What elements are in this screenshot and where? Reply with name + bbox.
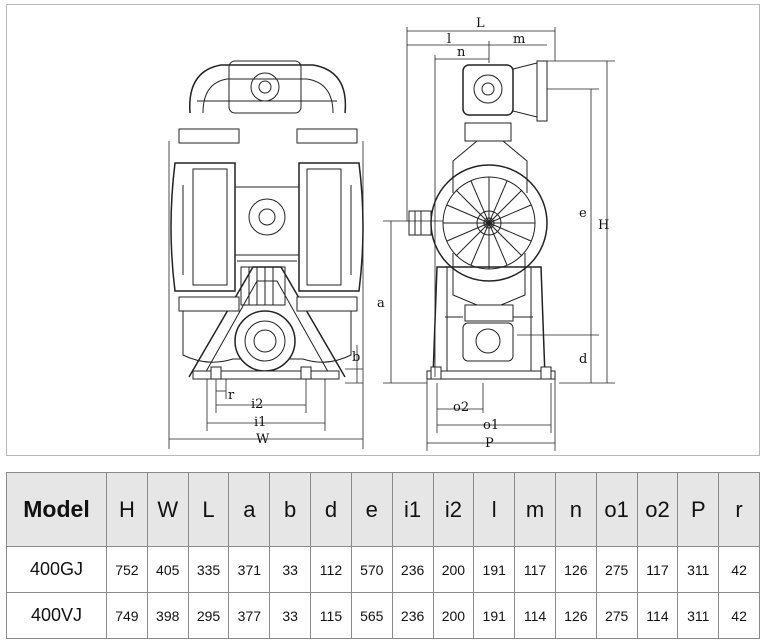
column-header: o2 [636,472,679,547]
model-cell: 400GJ [6,546,107,593]
drawing-panel: b r i2 i1 W L l m n a H e d o2 o1 P [6,4,760,456]
dim-label-i2: i2 [251,397,263,412]
dim-label-e: e [579,206,587,221]
table-cell: 236 [391,592,434,639]
table-cell: 114 [636,592,679,639]
column-header: H [106,472,148,547]
table-cell: 371 [228,546,271,593]
table-cell: 335 [187,546,230,593]
dim-label-l: l [447,32,451,47]
table-cell: 42 [718,546,760,593]
dim-label-H: H [598,218,609,233]
table-cell: 200 [432,546,475,593]
table-cell: 311 [677,546,720,593]
dim-label-n: n [457,45,466,60]
column-header: W [146,472,189,547]
table-cell: 126 [554,546,597,593]
dimension-table: Model H W L a b d e i1 i2 l m n o1 o2 P … [6,472,760,639]
table-cell: 33 [269,546,312,593]
table-cell: 565 [350,592,393,639]
dim-label-a: a [377,296,385,311]
table-cell: 117 [514,546,556,593]
front-view-dimensions [168,141,364,449]
table-cell: 275 [595,546,638,593]
column-header: n [554,472,597,547]
table-cell: 112 [310,546,352,593]
table-cell: 191 [473,546,516,593]
column-header-model: Model [6,472,107,547]
column-header: d [310,472,352,547]
table-row: 400GJ 752 405 335 371 33 112 570 236 200… [6,546,760,593]
table-cell: 33 [269,592,312,639]
table-cell: 200 [432,592,475,639]
dim-label-o2: o2 [453,400,469,415]
technical-drawing: b r i2 i1 W L l m n a H e d o2 o1 P [168,16,615,451]
dim-label-o1: o1 [483,418,499,433]
dim-label-d: d [579,352,587,367]
table-cell: 191 [473,592,516,639]
table-cell: 405 [146,546,189,593]
table-cell: 236 [391,546,434,593]
column-header: m [514,472,556,547]
dim-label-m: m [513,32,525,47]
table-cell: 295 [187,592,230,639]
table-row: 400VJ 749 398 295 377 33 115 565 236 200… [6,592,760,639]
column-header: b [269,472,312,547]
table-cell: 398 [146,592,189,639]
table-cell: 275 [595,592,638,639]
table-header-row: Model H W L a b d e i1 i2 l m n o1 o2 P … [6,472,760,547]
column-header: e [350,472,393,547]
table-cell: 115 [310,592,352,639]
table-cell: 749 [106,592,148,639]
side-view-pump [408,60,556,380]
dim-label-r: r [228,388,235,403]
model-cell: 400VJ [6,592,107,639]
column-header: l [473,472,516,547]
column-header: L [187,472,230,547]
table-cell: 570 [350,546,393,593]
column-header: a [228,472,271,547]
column-header: r [718,472,760,547]
table-cell: 117 [636,546,679,593]
front-view-pump [170,60,364,380]
table-cell: 42 [718,592,760,639]
dim-label-i1: i1 [254,415,266,430]
table-cell: 311 [677,592,720,639]
dim-label-b: b [352,350,360,365]
dim-label-L: L [476,16,485,31]
column-header: P [677,472,720,547]
column-header: i2 [432,472,475,547]
column-header: i1 [391,472,434,547]
dim-label-W: W [256,432,270,447]
dim-label-P: P [485,436,494,451]
table-cell: 114 [514,592,556,639]
side-view-dimensions [383,27,615,451]
column-header: o1 [595,472,638,547]
table-cell: 126 [554,592,597,639]
table-cell: 377 [228,592,271,639]
table-cell: 752 [106,546,148,593]
